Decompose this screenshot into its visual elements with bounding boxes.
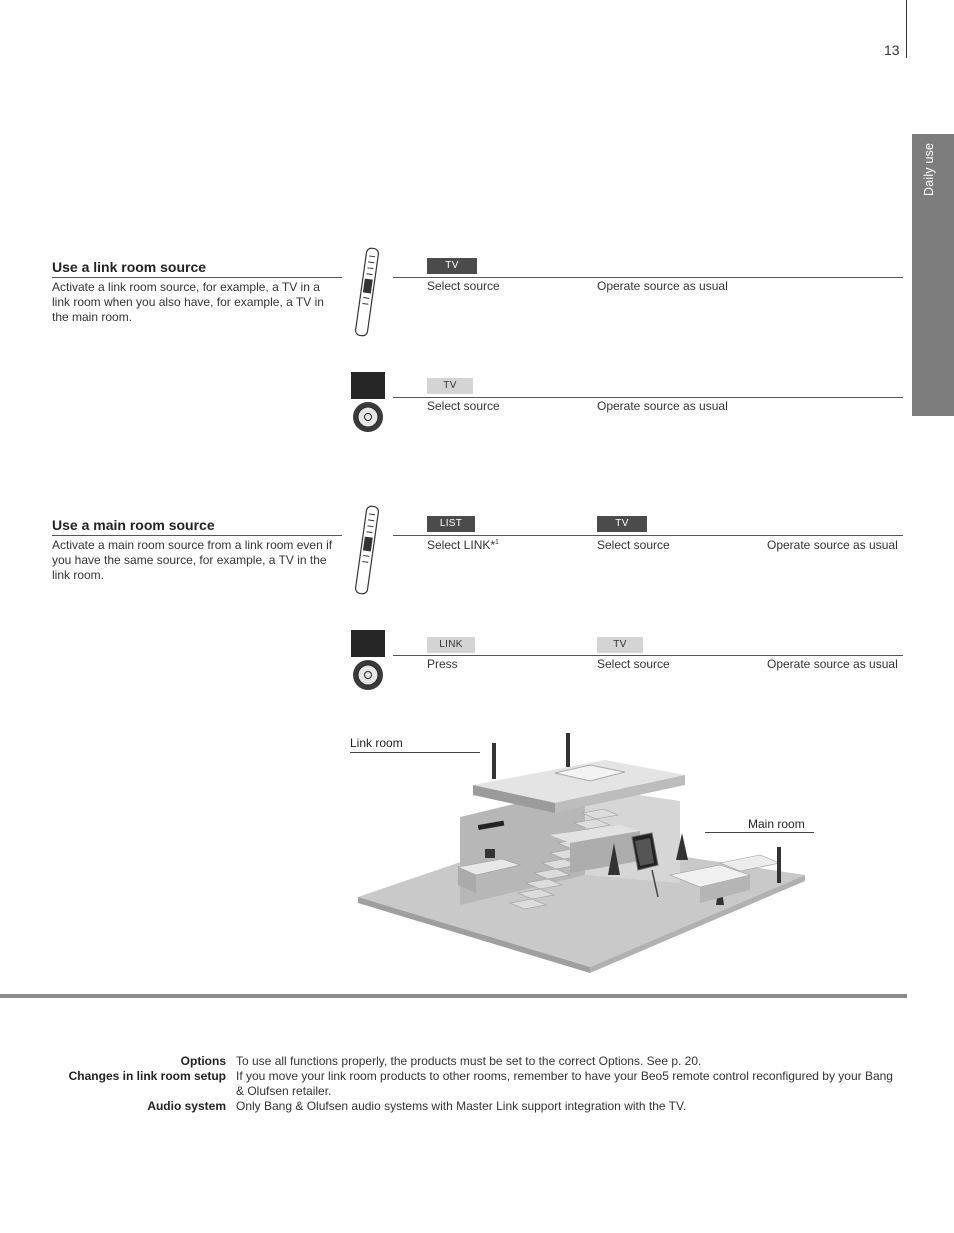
step-text: Select source	[427, 399, 500, 413]
step-text: Select source	[597, 538, 670, 552]
link-room-heading: Use a link room source	[52, 259, 207, 275]
link-room-description: Activate a link room source, for example…	[52, 280, 324, 324]
tv-button: TV	[427, 258, 477, 274]
note-text: Only Bang & Olufsen audio systems with M…	[236, 1099, 687, 1113]
step-text: Select LINK*1	[427, 538, 499, 552]
list-button: LIST	[427, 516, 475, 532]
step-text: Operate source as usual	[597, 399, 728, 413]
step-text: Operate source as usual	[597, 279, 728, 293]
tv-button: TV	[597, 637, 643, 653]
main-room-leader-line	[705, 832, 814, 833]
main-room-heading-rule	[52, 535, 342, 536]
step-text: Press	[427, 657, 458, 671]
main-room-label: Main room	[748, 817, 805, 831]
house-illustration	[358, 733, 805, 973]
beo4-remote-icon	[354, 247, 380, 337]
note-term: Options	[180, 1054, 226, 1068]
step-rule	[393, 655, 903, 656]
header-rule	[906, 0, 907, 58]
step-rule	[393, 397, 903, 398]
footer-bar	[0, 994, 907, 998]
section-tab-label: Daily use	[922, 143, 936, 196]
note-text: If you move your link room products to o…	[236, 1069, 893, 1098]
tv-button: TV	[427, 378, 473, 394]
page-number: 13	[884, 42, 900, 58]
note-term: Changes in link room setup	[68, 1069, 226, 1083]
beo4-remote-icon	[354, 505, 380, 595]
beo5-remote-icon	[351, 630, 385, 690]
tv-button: TV	[597, 516, 647, 532]
link-room-label: Link room	[350, 736, 403, 750]
note-text: To use all functions properly, the produ…	[236, 1054, 702, 1068]
step-text: Operate source as usual	[767, 657, 898, 671]
link-button: LINK	[427, 637, 475, 653]
note-term: Audio system	[147, 1099, 226, 1113]
step-text: Select source	[427, 279, 500, 293]
main-room-heading: Use a main room source	[52, 517, 215, 533]
step-text: Operate source as usual	[767, 538, 898, 552]
link-room-heading-rule	[52, 277, 342, 278]
link-room-leader-line	[350, 752, 480, 753]
beo5-remote-icon	[351, 372, 385, 432]
section-tab	[912, 134, 954, 416]
step-text: Select source	[597, 657, 670, 671]
step-rule	[393, 535, 903, 536]
step-rule	[393, 277, 903, 278]
main-room-description: Activate a main room source from a link …	[52, 538, 333, 582]
